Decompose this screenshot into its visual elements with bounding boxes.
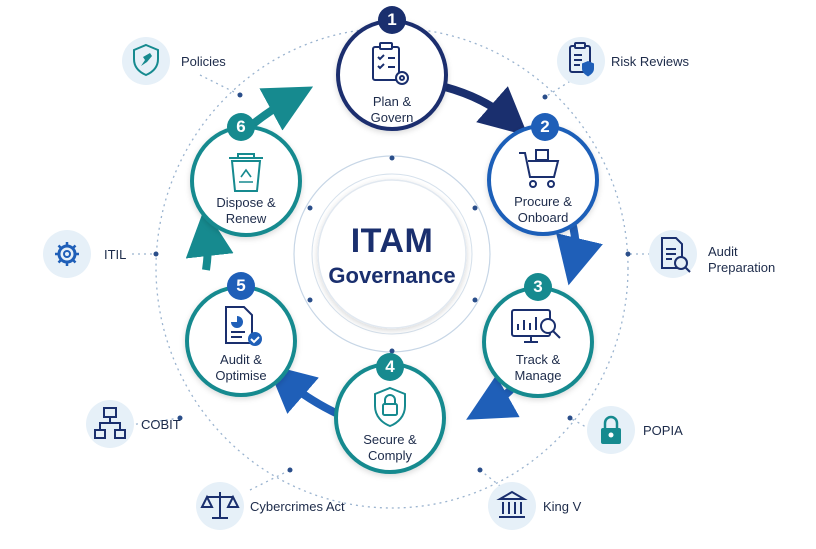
- arrow-5-to-6: [185, 208, 234, 271]
- step-2-number: 2: [540, 117, 550, 136]
- arrow-4-to-5: [266, 364, 342, 419]
- arrow-2-to-3: [556, 220, 603, 286]
- step-1-number: 1: [387, 10, 397, 29]
- clipboard-gear-icon: [372, 42, 409, 85]
- gear-icon: [55, 242, 79, 266]
- hierarchy-icon: [94, 407, 126, 439]
- connector-dots: [153, 92, 631, 473]
- document-search-icon: [661, 237, 691, 273]
- center-title: ITAM: [350, 222, 434, 260]
- outer-dotted-ring: [155, 27, 629, 509]
- center-subtitle: Governance: [328, 263, 456, 288]
- padlock-icon: [601, 415, 621, 444]
- step-4-label: Secure & Comply: [335, 432, 445, 463]
- clipboard-shield-icon: [569, 42, 594, 77]
- framework-popia-label: POPIA: [643, 423, 683, 438]
- framework-audit-preparation-line2: Preparation: [708, 259, 776, 275]
- step-5-label-line1: Audit &: [220, 352, 262, 367]
- step-6-label-line2: Renew: [225, 210, 267, 226]
- cycle-arrows: [185, 83, 603, 420]
- step-5-number: 5: [236, 276, 246, 295]
- shield-pin-icon: [133, 43, 159, 77]
- document-check-icon: [225, 306, 262, 346]
- step-4-label-line1: Secure &: [363, 432, 417, 447]
- step-5-label: Audit & Optimise: [186, 352, 296, 383]
- step-number-badges: [227, 6, 559, 381]
- step-2-label-line1: Procure &: [514, 194, 572, 209]
- shield-lock-icon: [374, 386, 406, 428]
- center-hub: [317, 179, 467, 329]
- step-1-label-line1: Plan &: [372, 94, 412, 109]
- monitor-chart-magnifier-icon: [511, 309, 561, 343]
- center-ring-inner: [311, 173, 473, 335]
- step-3-label-line2: Manage: [514, 367, 562, 383]
- framework-itil-label: ITIL: [104, 247, 127, 262]
- framework-cybercrimes-act-label: Cybercrimes Act: [250, 499, 345, 514]
- center-ring-dots: [307, 155, 478, 354]
- step-3-label: Track & Manage: [483, 352, 593, 383]
- step-2-label-line2: Onboard: [517, 209, 569, 225]
- arrow-1-to-2: [443, 83, 529, 136]
- framework-audit-preparation-label: Audit Preparation: [708, 244, 775, 275]
- step-1-label: Plan & Govern: [337, 94, 447, 125]
- framework-risk-reviews-label: Risk Reviews: [611, 54, 690, 69]
- step-6-number: 6: [236, 117, 246, 136]
- step-3-number: 3: [533, 277, 543, 296]
- institution-icon: [496, 490, 528, 518]
- framework-audit-preparation-line1: Audit: [708, 244, 738, 259]
- shopping-cart-icon: [519, 149, 560, 188]
- step-1-label-line2: Govern: [370, 109, 414, 125]
- step-2-label: Procure & Onboard: [488, 194, 598, 225]
- step-6-label-line1: Dispose &: [216, 195, 276, 210]
- step-3-label-line1: Track &: [515, 352, 561, 367]
- step-6-label: Dispose & Renew: [191, 195, 301, 226]
- center-title-block: ITAM Governance: [316, 222, 468, 289]
- step-4-number: 4: [385, 357, 395, 376]
- recycle-bin-icon: [229, 153, 263, 192]
- scales-icon: [200, 492, 240, 519]
- framework-policies-label: Policies: [181, 54, 226, 69]
- framework-king-v-label: King V: [543, 499, 582, 514]
- framework-cobit-label: COBIT: [141, 417, 181, 432]
- step-4-label-line2: Comply: [367, 447, 413, 463]
- step-5-label-line2: Optimise: [215, 367, 267, 383]
